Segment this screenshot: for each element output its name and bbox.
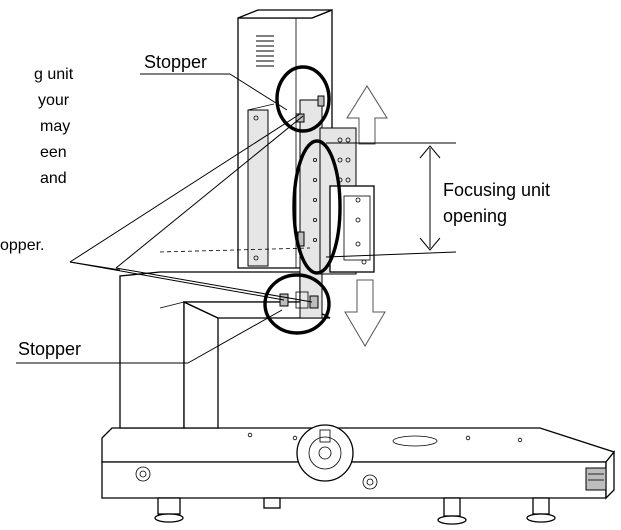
note-fragment-4: een xyxy=(40,144,67,161)
upper-stopper-block xyxy=(317,95,325,107)
down-arrow xyxy=(344,279,386,347)
stopper-bottom-label: Stopper xyxy=(18,339,81,359)
stand-column xyxy=(119,271,331,429)
lower-stopper-ring xyxy=(263,273,331,335)
opening-ring xyxy=(292,139,342,275)
highlight-rings xyxy=(263,65,342,335)
focusing-unit-opening-label-line2: opening xyxy=(443,206,507,226)
up-arrow xyxy=(346,85,388,145)
upper-stopper-ring xyxy=(275,65,331,133)
focus-knob xyxy=(296,424,354,482)
note-fragment-3: may xyxy=(40,118,70,135)
note-fragment-2: your xyxy=(38,92,70,109)
base-plate xyxy=(101,424,616,525)
leader-lines xyxy=(16,73,457,364)
stopper-top-label: Stopper xyxy=(144,52,207,72)
note-fragment-6: opper. xyxy=(0,237,44,254)
note-fragment-5: and xyxy=(40,170,67,187)
note-fragment-1: g unit xyxy=(34,66,74,83)
movement-arrows xyxy=(344,85,388,347)
vent-slots xyxy=(256,35,274,67)
focusing-unit-opening-label-line1: Focusing unit xyxy=(443,180,550,200)
cropped-note: g unit your may een and opper. xyxy=(0,66,74,254)
